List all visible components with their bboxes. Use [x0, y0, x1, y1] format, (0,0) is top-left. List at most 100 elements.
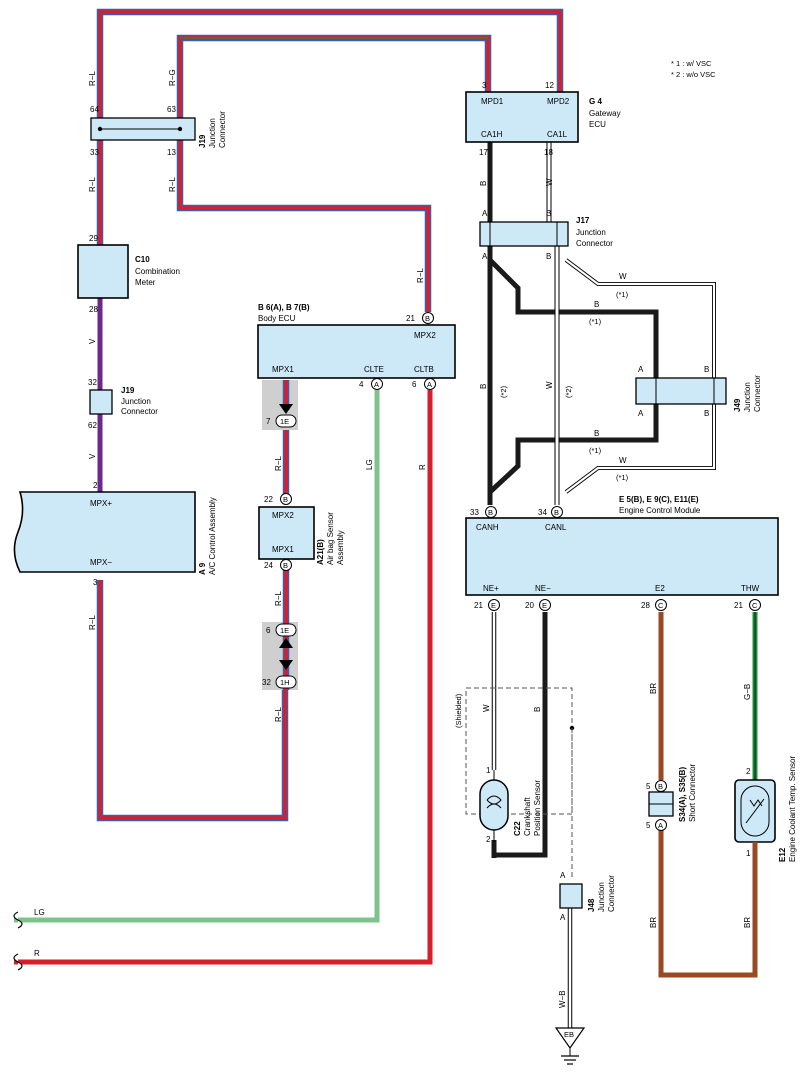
a9-id: A 9 [198, 562, 207, 575]
airbag-pinlet-24: B [283, 561, 288, 570]
junction-j17: A B A B J17 Junction Connector [479, 209, 613, 261]
e12-pin-2: 2 [746, 767, 751, 776]
rl-outer-loop-wire [96, 8, 564, 822]
junction-j19-top: 64 63 33 13 J19 Junction Connector [90, 105, 227, 157]
label-rl8: R−L [274, 707, 283, 722]
a9-pinnum-3: 3 [93, 578, 98, 587]
label-b2: B [479, 384, 488, 389]
engine-control-module: E 5(B), E 9(C), E11(E) Engine Control Mo… [465, 495, 779, 611]
airbag-id: A21(B) [316, 539, 325, 565]
gateway-name2: ECU [589, 120, 606, 129]
label-w3: W [482, 704, 491, 712]
inline-6-code: 1E [280, 626, 289, 635]
gateway-id: G 4 [589, 97, 602, 106]
j48-pin-a-top: A [560, 871, 566, 880]
rg-wire [176, 34, 492, 118]
inline-connector-1e-top: 1E 7 [262, 380, 298, 430]
j17-pin-b-bot: B [546, 252, 551, 261]
body-pinnum-21: 21 [406, 314, 415, 323]
j49-id: J49 [733, 398, 742, 412]
e12-pin-1: 1 [746, 849, 751, 858]
ac-control-assembly: MPX+ MPX− 2 3 A 9 A/C Control Assembly [13, 481, 217, 587]
c22-name1: Crankshaft [523, 797, 532, 836]
label-rl7: R−L [274, 591, 283, 606]
junction-j49: A B A B J49 Junction Connector [635, 365, 762, 418]
ecm-id: E 5(B), E 9(C), E11(E) [619, 495, 699, 504]
j48-name1: Junction [597, 882, 606, 912]
ecm-pinlet-34: B [554, 508, 559, 517]
label-rl1: R−L [88, 71, 97, 86]
body-pin-clte: CLTE [364, 365, 384, 374]
j49-pin-a-bot: A [638, 409, 644, 418]
airbag-sensor-assembly: MPX2 MPX1 22 B 24 B A21(B) Air bag Senso… [258, 493, 345, 571]
inline-7-code: 1E [280, 417, 289, 426]
a9-pin-mpxp: MPX+ [90, 499, 112, 508]
j48-id: J48 [587, 898, 596, 912]
j19b-pin-32: 32 [88, 378, 97, 387]
label-rl4: R−L [416, 268, 425, 283]
j17-name1: Junction [576, 228, 606, 237]
j17-pin-b-top: B [546, 209, 551, 218]
crankshaft-sensor: 1 2 C22 Crankshaft Position Sensor [479, 766, 542, 844]
body-ecu: B 6(A), B 7(B) Body ECU MPX2 MPX1 CLTE C… [257, 303, 456, 391]
gateway-name1: Gateway [589, 109, 621, 118]
ecm-pinnum-20: 20 [525, 601, 534, 610]
a9-pinnum-2: 2 [93, 481, 98, 490]
j49-name1: Junction [743, 382, 752, 412]
body-pinlet-21: B [425, 314, 430, 323]
wire-labels: R−L R−G R−L R−L R−L V V R−L R−L R−L R−L … [34, 69, 752, 1008]
note-1: * 1 : w/ VSC [671, 59, 712, 68]
j49-pin-b-bot: B [704, 409, 709, 418]
label-s1c: (*1) [589, 446, 602, 455]
ecm-pinlet-28: C [658, 601, 664, 610]
ecm-pinlet-20: E [542, 601, 547, 610]
j49-pin-a-top: A [638, 365, 644, 374]
ground-eb: EB [554, 1027, 586, 1065]
label-r: R [418, 464, 427, 470]
can-w-wire [546, 142, 716, 505]
c10-name1: Combination [135, 267, 180, 276]
j19-top-id: J19 [198, 134, 207, 148]
ecm-pin-canl: CANL [545, 523, 567, 532]
label-w-bot: W [619, 456, 627, 465]
ecm-name: Engine Control Module [619, 506, 701, 515]
label-wb: W−B [558, 990, 567, 1008]
label-v2: V [88, 453, 97, 459]
gateway-pin-ca1l: CA1L [547, 130, 568, 139]
label-b-bot: B [594, 429, 599, 438]
c22-pin-1: 1 [486, 766, 491, 775]
c22-name2: Position Sensor [533, 780, 542, 836]
lg-wire [14, 390, 380, 923]
label-br2: BR [649, 917, 658, 928]
label-lg-left: LG [34, 908, 45, 917]
s34-pinlet-b: B [658, 782, 663, 791]
ecm-pinlet-21b: C [752, 601, 758, 610]
j19b-name2: Connector [121, 407, 158, 416]
j17-pin-a-top: A [482, 209, 488, 218]
j19-top-name2: Connector [218, 111, 227, 148]
r-wire [14, 390, 433, 965]
ecm-pinlet-33: B [488, 508, 493, 517]
gateway-pin-mpd2: MPD2 [547, 97, 570, 106]
j19-pin-64: 64 [90, 105, 99, 114]
label-rl2: R−L [88, 177, 97, 192]
gateway-pinnum-12: 12 [545, 81, 554, 90]
c22-id: C22 [513, 821, 522, 836]
j19-pin-13: 13 [167, 148, 176, 157]
ecm-pinnum-28: 28 [641, 601, 650, 610]
airbag-pinnum-24: 24 [264, 561, 273, 570]
j19-pin-63: 63 [167, 105, 176, 114]
inline-32-code: 1H [280, 678, 290, 687]
ecm-pin-e2: E2 [655, 584, 665, 593]
label-s1b: (*1) [589, 317, 602, 326]
e12-id: E12 [778, 847, 787, 862]
label-b3: B [533, 707, 542, 712]
ecm-pin-nep: NE+ [483, 584, 499, 593]
ecm-pinlet-21a: E [491, 601, 496, 610]
label-br1: BR [649, 683, 658, 694]
airbag-pin-mpx1: MPX1 [272, 545, 294, 554]
s34-pinlet-a: A [658, 821, 663, 830]
notes: * 1 : w/ VSC * 2 : w/o VSC [671, 59, 716, 79]
label-star2b: (*2) [564, 385, 573, 398]
